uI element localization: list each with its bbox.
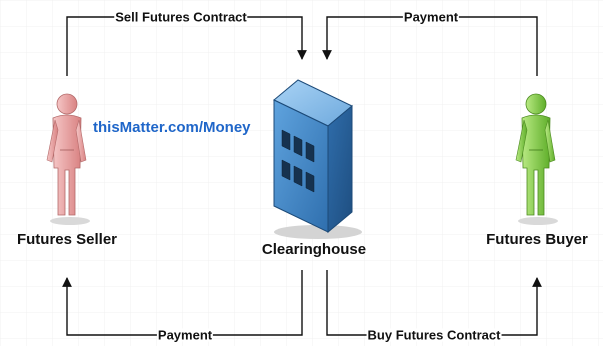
sell-futures-contract-label: Sell Futures Contract	[114, 9, 248, 25]
watermark-text: thisMatter.com/Money	[93, 119, 251, 136]
arrow-payment-to-seller	[62, 270, 303, 336]
futures-seller-icon	[46, 93, 90, 225]
arrow-buy-contract	[326, 270, 542, 336]
payment-bottom-label: Payment	[156, 327, 214, 343]
arrow-sell-contract	[66, 16, 307, 76]
futures-seller-label: Futures Seller	[16, 231, 118, 248]
clearinghouse-building-icon	[273, 79, 362, 239]
arrow-payment-from-buyer	[322, 16, 538, 76]
buy-futures-contract-label: Buy Futures Contract	[366, 327, 502, 343]
payment-top-label: Payment	[402, 9, 460, 25]
futures-buyer-label: Futures Buyer	[486, 231, 588, 248]
clearinghouse-label: Clearinghouse	[261, 241, 367, 258]
futures-buyer-icon	[515, 93, 558, 225]
